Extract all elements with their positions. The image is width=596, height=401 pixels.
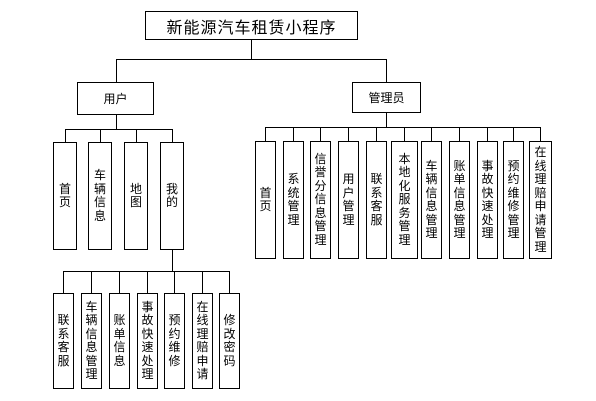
admin-item-accident: 事故快速处理 bbox=[477, 141, 498, 259]
mine-item-change-password: 修改密码 bbox=[219, 293, 240, 389]
connector bbox=[251, 40, 252, 59]
user-item-mine: 我的 bbox=[160, 142, 184, 250]
mine-item-label: 预约维修 bbox=[168, 313, 181, 368]
admin-item-home: 首页 bbox=[255, 141, 276, 259]
mine-item-repair-booking: 预约维修 bbox=[164, 293, 185, 389]
admin-item-claim: 在线理赔申请管理 bbox=[529, 141, 552, 259]
admin-item-label: 系统管理 bbox=[287, 172, 300, 227]
user-item-map: 地图 bbox=[124, 142, 148, 250]
admin-item-label: 用户管理 bbox=[342, 172, 355, 227]
connector bbox=[119, 271, 120, 293]
connector bbox=[376, 127, 377, 141]
connector bbox=[63, 271, 230, 272]
root-label: 新能源汽车租赁小程序 bbox=[166, 17, 337, 37]
admin-item-label: 事故快速处理 bbox=[481, 158, 494, 240]
connector bbox=[459, 127, 460, 141]
connector bbox=[404, 127, 405, 141]
admin-item-label: 车辆信息管理 bbox=[425, 158, 438, 240]
connector bbox=[386, 59, 387, 82]
connector bbox=[91, 271, 92, 293]
user-label: 用户 bbox=[103, 92, 128, 106]
user-item-label: 首页 bbox=[58, 181, 71, 209]
user-item-label: 地图 bbox=[129, 181, 142, 209]
admin-item-localization: 本地化服务管理 bbox=[391, 141, 418, 259]
admin-item-system: 系统管理 bbox=[283, 141, 304, 259]
admin-item-contact-service: 联系客服 bbox=[366, 141, 387, 259]
mine-item-vehicle-management: 车辆信息管理 bbox=[81, 293, 102, 389]
connector bbox=[293, 127, 294, 141]
user-item-vehicle-info: 车辆信息 bbox=[88, 142, 112, 250]
connector bbox=[116, 115, 117, 129]
connector bbox=[487, 127, 488, 141]
connector bbox=[320, 127, 321, 141]
connector bbox=[172, 129, 173, 142]
connector bbox=[136, 129, 137, 142]
mine-item-label: 联系客服 bbox=[57, 313, 70, 368]
user-item-home: 首页 bbox=[53, 142, 77, 250]
admin-item-label: 本地化服务管理 bbox=[398, 151, 411, 247]
connector bbox=[265, 127, 541, 128]
connector bbox=[65, 129, 173, 130]
mine-item-contact-service: 联系客服 bbox=[53, 293, 74, 389]
mine-item-label: 账单信息 bbox=[113, 313, 126, 368]
admin-item-vehicle: 车辆信息管理 bbox=[421, 141, 442, 259]
connector bbox=[174, 271, 175, 293]
mine-item-label: 修改密码 bbox=[223, 313, 236, 368]
mine-item-bill-info: 账单信息 bbox=[109, 293, 130, 389]
connector bbox=[100, 129, 101, 142]
connector bbox=[540, 127, 541, 141]
admin-label: 管理员 bbox=[368, 91, 405, 105]
admin-item-label: 联系客服 bbox=[370, 172, 383, 227]
user-item-label: 我的 bbox=[165, 181, 178, 209]
admin-item-label: 信誉分信息管理 bbox=[314, 151, 327, 247]
admin-item-label: 在线理赔申请管理 bbox=[534, 145, 547, 254]
connector bbox=[386, 113, 387, 127]
admin-node: 管理员 bbox=[352, 82, 421, 113]
connector bbox=[147, 271, 148, 293]
connector bbox=[202, 271, 203, 293]
connector bbox=[431, 127, 432, 141]
root-node: 新能源汽车租赁小程序 bbox=[145, 11, 358, 40]
connector bbox=[265, 127, 266, 141]
mine-item-accident: 事故快速处理 bbox=[137, 293, 158, 389]
mine-item-label: 车辆信息管理 bbox=[85, 299, 98, 381]
admin-item-credit: 信誉分信息管理 bbox=[310, 141, 331, 259]
admin-item-label: 账单信息管理 bbox=[453, 158, 466, 240]
connector bbox=[63, 271, 64, 293]
connector bbox=[229, 271, 230, 293]
mine-item-label: 事故快速处理 bbox=[141, 299, 154, 381]
connector bbox=[172, 250, 173, 271]
connector bbox=[513, 127, 514, 141]
admin-item-bill: 账单信息管理 bbox=[449, 141, 470, 259]
admin-item-user: 用户管理 bbox=[338, 141, 359, 259]
mine-item-label: 在线理赔申请 bbox=[196, 299, 209, 381]
admin-item-label: 预约维修管理 bbox=[507, 158, 520, 240]
connector bbox=[65, 129, 66, 142]
user-node: 用户 bbox=[77, 82, 154, 115]
connector bbox=[116, 59, 387, 60]
connector bbox=[348, 127, 349, 141]
connector bbox=[116, 59, 117, 82]
user-item-label: 车辆信息 bbox=[93, 168, 106, 223]
admin-item-repair: 预约维修管理 bbox=[503, 141, 524, 259]
admin-item-label: 首页 bbox=[259, 185, 272, 213]
mine-item-claim: 在线理赔申请 bbox=[192, 293, 213, 389]
